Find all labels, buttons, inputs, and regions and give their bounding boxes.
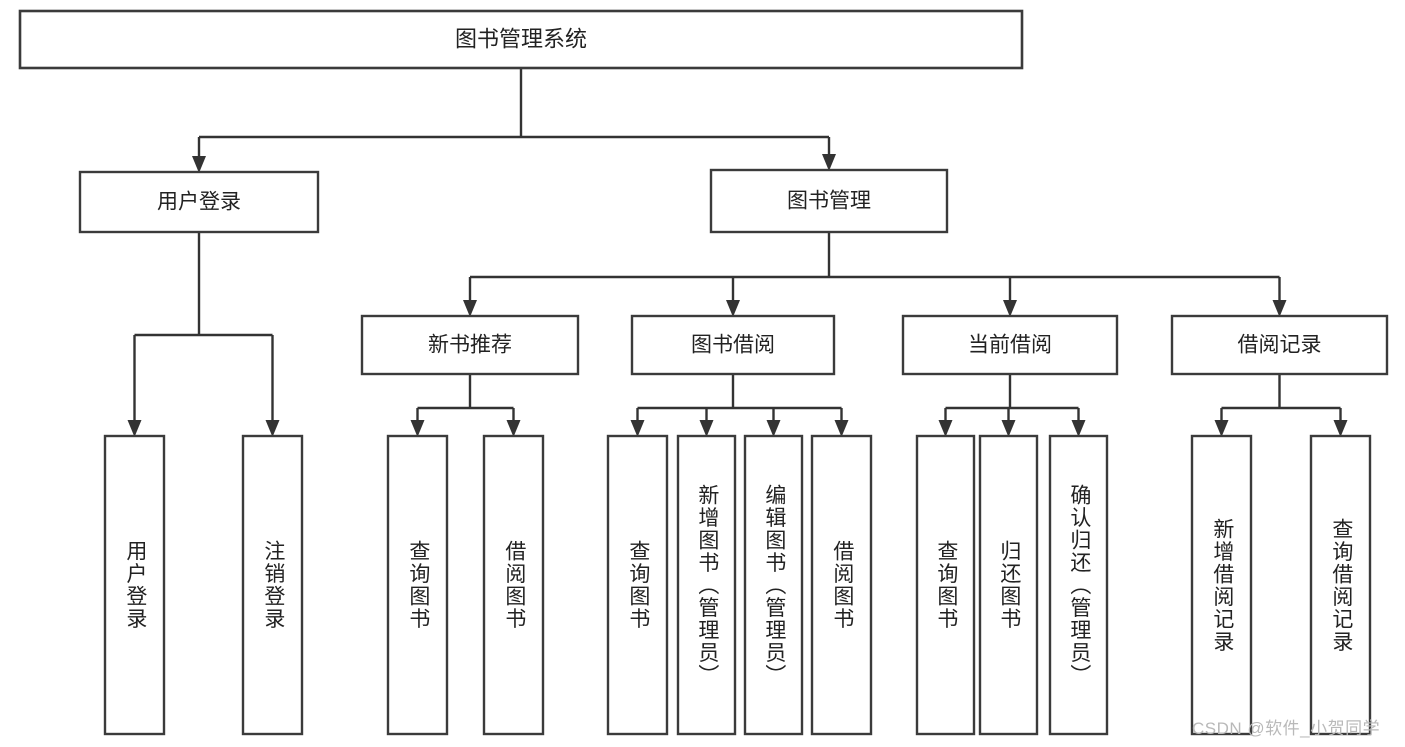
arrow-head-icon xyxy=(1272,300,1287,317)
node-root-label: 图书管理系统 xyxy=(455,26,587,51)
leaf-query-book-2[interactable] xyxy=(606,434,669,736)
leaf-user-logout[interactable] xyxy=(241,434,304,736)
leaf-user-login-do-rect xyxy=(103,434,166,736)
arrow-head-icon xyxy=(1003,300,1017,317)
arrow-head-icon xyxy=(410,420,425,437)
arrow-head-icon xyxy=(265,420,280,437)
arrow-head-icon xyxy=(938,420,953,437)
leaf-add-book-admin[interactable] xyxy=(676,434,737,736)
node-borrow-record-label: 借阅记录 xyxy=(1238,334,1322,357)
leaf-query-borrow-record[interactable] xyxy=(1309,434,1372,736)
node-book-borrow-label: 图书借阅 xyxy=(691,334,775,357)
leaf-return-book[interactable] xyxy=(978,434,1039,736)
node-user-login-label: 用户登录 xyxy=(157,191,241,214)
node-new-book-recommend-rect xyxy=(360,314,580,376)
arrow-head-icon xyxy=(127,420,142,437)
arrow-head-icon xyxy=(463,300,477,317)
leaf-borrow-book-1[interactable] xyxy=(482,434,545,736)
arrow-head-icon xyxy=(834,420,849,437)
arrow-head-icon xyxy=(1214,420,1229,437)
node-borrow-record[interactable] xyxy=(1170,314,1389,376)
arrow-head-icon xyxy=(1001,420,1016,437)
node-current-borrow[interactable] xyxy=(901,314,1119,376)
node-root[interactable] xyxy=(18,9,1024,70)
node-current-borrow-rect xyxy=(901,314,1119,376)
leaf-confirm-return-admin-rect xyxy=(1048,434,1109,736)
arrow-head-icon xyxy=(506,420,521,437)
leaf-return-book-rect xyxy=(978,434,1039,736)
arrow-head-icon xyxy=(1071,420,1086,437)
arrow-head-icon xyxy=(1333,420,1348,437)
leaf-borrow-book-1-rect xyxy=(482,434,545,736)
node-new-book-recommend[interactable] xyxy=(360,314,580,376)
leaf-user-login-do[interactable] xyxy=(103,434,166,736)
connector-layer xyxy=(127,68,1348,437)
arrow-head-icon xyxy=(766,420,781,437)
leaf-add-borrow-record[interactable] xyxy=(1190,434,1253,736)
node-user-login-rect xyxy=(78,170,320,234)
node-new-book-recommend-label: 新书推荐 xyxy=(428,334,512,357)
leaf-query-book-2-rect xyxy=(606,434,669,736)
leaf-borrow-book-2-rect xyxy=(810,434,873,736)
node-book-manage[interactable] xyxy=(709,168,949,234)
leaf-add-borrow-record-rect xyxy=(1190,434,1253,736)
arrow-head-icon xyxy=(822,154,836,171)
node-root-rect xyxy=(18,9,1024,70)
arrow-head-icon xyxy=(192,156,206,173)
node-book-manage-label: 图书管理 xyxy=(787,190,871,213)
leaf-query-book-1[interactable] xyxy=(386,434,449,736)
watermark-text: CSDN @软件_小贺同学 xyxy=(1192,719,1381,738)
leaf-edit-book-admin-rect xyxy=(743,434,804,736)
leaf-user-logout-rect xyxy=(241,434,304,736)
leaf-confirm-return-admin[interactable] xyxy=(1048,434,1109,736)
leaf-borrow-book-2[interactable] xyxy=(810,434,873,736)
leaf-add-book-admin-rect xyxy=(676,434,737,736)
node-borrow-record-rect xyxy=(1170,314,1389,376)
leaf-query-book-3-rect xyxy=(915,434,976,736)
node-book-manage-rect xyxy=(709,168,949,234)
arrow-head-icon xyxy=(699,420,714,437)
node-current-borrow-label: 当前借阅 xyxy=(968,334,1052,357)
leaf-query-borrow-record-rect xyxy=(1309,434,1372,736)
arrow-head-icon xyxy=(726,300,740,317)
leaf-edit-book-admin[interactable] xyxy=(743,434,804,736)
leaf-query-book-1-rect xyxy=(386,434,449,736)
node-book-borrow[interactable] xyxy=(630,314,836,376)
leaf-query-book-3[interactable] xyxy=(915,434,976,736)
node-book-borrow-rect xyxy=(630,314,836,376)
node-user-login[interactable] xyxy=(78,170,320,234)
arrow-head-icon xyxy=(630,420,645,437)
